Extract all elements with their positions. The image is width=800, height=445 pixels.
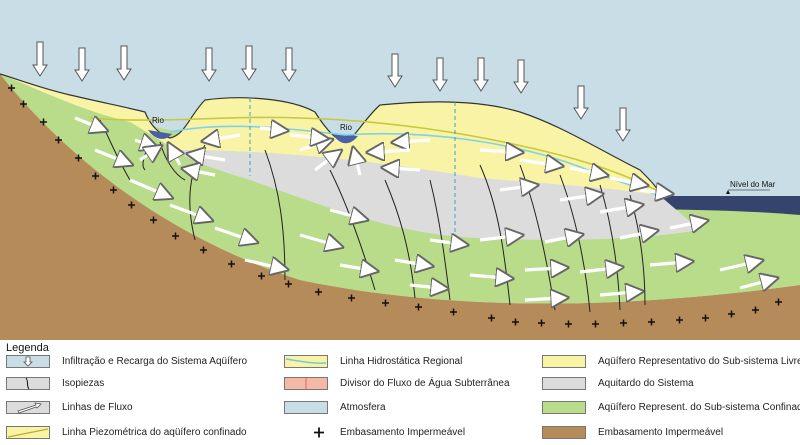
legend-label: Aqüífero Represent. do Sub-sistema Confi… [598,402,800,413]
aquitard-area [175,150,700,240]
legend-label: Linha Piezométrica do aqüífero confinado [62,427,247,438]
cyan-line-icon [284,355,328,368]
sea-level-label: Nível do Mar [730,180,776,189]
gray-swatch-icon [542,377,586,390]
river-left-label: Rio [152,116,165,125]
basement-area [0,74,800,340]
atmosphere-swatch-icon [284,401,328,414]
brown-swatch-icon [542,426,586,439]
infiltration-arrows [32,41,631,142]
river-right-label: Rio [340,123,353,132]
green-swatch-icon [542,401,586,414]
sea-level-marker [726,190,730,194]
flow-arrow-icon [6,401,50,414]
divide-line-icon [284,377,328,390]
legend-label: Linha Hidrostática Regional [340,356,463,367]
legend-label: Embasamento Impermeável [340,427,466,438]
basement-crosses [8,84,782,328]
legend-label: Infiltração e Recarga do Sistema Aqüífer… [62,356,248,367]
legend-label: Embasamento Impermeável [598,427,724,438]
legend-label: Isopiezas [62,378,105,389]
yellow-swatch-icon [542,355,586,368]
down-arrow-icon [6,355,50,368]
legend-label: Atmosfera [340,402,386,413]
legend-label: Linhas de Fluxo [62,402,133,413]
legend-label: Aquitardo do Sistema [598,378,694,389]
legend-label: Aqüífero Representativo do Sub-sistema L… [598,356,800,367]
legend-label: Divisor do Fluxo de Água Subterrânea [340,378,510,389]
river-right [333,134,358,144]
ground-surface [0,73,661,197]
legend-title: Legenda [6,342,49,354]
plus-icon [314,427,324,438]
flow-lines [74,118,770,300]
hydrogeology-cross-section: Rio Rio Nível do Mar [0,0,800,340]
yellow-line-icon [6,426,50,439]
isopieza-line-icon [6,377,50,390]
legend: Legenda Infiltração e Recarga do Sistema… [0,340,800,445]
